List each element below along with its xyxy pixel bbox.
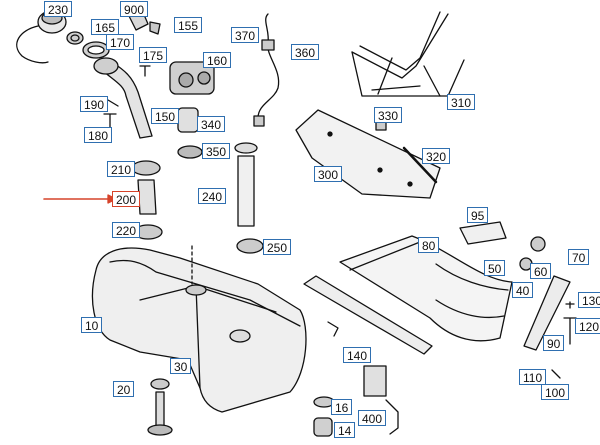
callout-label-120: 120 xyxy=(575,318,600,334)
fuel-sender-part xyxy=(234,142,258,227)
callout-label-70: 70 xyxy=(568,249,590,265)
callout-label-180: 180 xyxy=(84,127,113,143)
callout-label-340: 340 xyxy=(197,116,226,132)
callout-label-155: 155 xyxy=(174,17,203,33)
wiring-harness-part xyxy=(363,365,399,435)
callout-label-220: 220 xyxy=(112,222,141,238)
vent-valve-part xyxy=(169,61,215,95)
callout-label-170: 170 xyxy=(106,34,135,50)
support-frame-part xyxy=(351,11,465,97)
callout-label-300: 300 xyxy=(314,166,343,182)
callout-label-14: 14 xyxy=(334,422,356,438)
callout-label-240: 240 xyxy=(198,188,227,204)
callout-label-150: 150 xyxy=(151,108,180,124)
callout-label-130: 130 xyxy=(578,292,600,308)
callout-label-900: 900 xyxy=(120,1,149,17)
callout-label-110: 110 xyxy=(519,369,547,385)
clamp-part xyxy=(177,145,203,159)
nut-part xyxy=(530,236,546,252)
sleeve-part xyxy=(177,107,199,133)
callout-label-16: 16 xyxy=(331,399,353,415)
callout-label-310: 310 xyxy=(447,94,476,110)
tension-strap-part xyxy=(523,275,571,351)
sender-seal-part xyxy=(236,238,264,254)
hose-part xyxy=(137,179,157,215)
pedestal-part xyxy=(147,378,173,436)
callout-label-95: 95 xyxy=(467,207,489,223)
pad-part xyxy=(459,221,507,245)
callout-label-350: 350 xyxy=(202,143,231,159)
callout-label-30: 30 xyxy=(170,358,192,374)
callout-label-330: 330 xyxy=(374,107,403,123)
callout-label-250: 250 xyxy=(263,239,292,255)
callout-label-90: 90 xyxy=(543,335,565,351)
callout-label-175: 175 xyxy=(139,47,168,63)
mounting-plate-part xyxy=(295,109,441,199)
callout-label-10: 10 xyxy=(81,317,103,333)
callout-label-320: 320 xyxy=(422,148,451,164)
filler-neck-part xyxy=(93,57,153,139)
callout-label-100: 100 xyxy=(541,384,570,400)
callout-label-370: 370 xyxy=(231,27,260,43)
hose-clamp-upper-part xyxy=(131,160,161,176)
vent-line-part xyxy=(253,13,280,127)
callout-label-200: 200 xyxy=(112,191,141,207)
screw-part xyxy=(563,317,577,345)
seal-ring-part xyxy=(66,31,84,45)
callout-label-190: 190 xyxy=(80,96,109,112)
callout-label-60: 60 xyxy=(530,263,552,279)
fuel-tank-part xyxy=(91,245,307,413)
callout-label-50: 50 xyxy=(484,260,506,276)
callout-label-400: 400 xyxy=(358,410,387,426)
callout-label-210: 210 xyxy=(107,161,136,177)
fuel-cap-part xyxy=(16,10,67,64)
callout-label-160: 160 xyxy=(203,52,232,68)
callout-label-20: 20 xyxy=(113,381,135,397)
callout-label-360: 360 xyxy=(291,44,320,60)
pump-part xyxy=(313,417,333,437)
callout-label-165: 165 xyxy=(91,19,120,35)
callout-label-40: 40 xyxy=(512,282,534,298)
callout-label-80: 80 xyxy=(418,237,440,253)
bolt-part xyxy=(402,146,438,184)
callout-label-140: 140 xyxy=(343,347,372,363)
strap-part xyxy=(303,275,433,355)
retaining-clip-part xyxy=(327,321,339,337)
callout-label-230: 230 xyxy=(44,1,73,17)
